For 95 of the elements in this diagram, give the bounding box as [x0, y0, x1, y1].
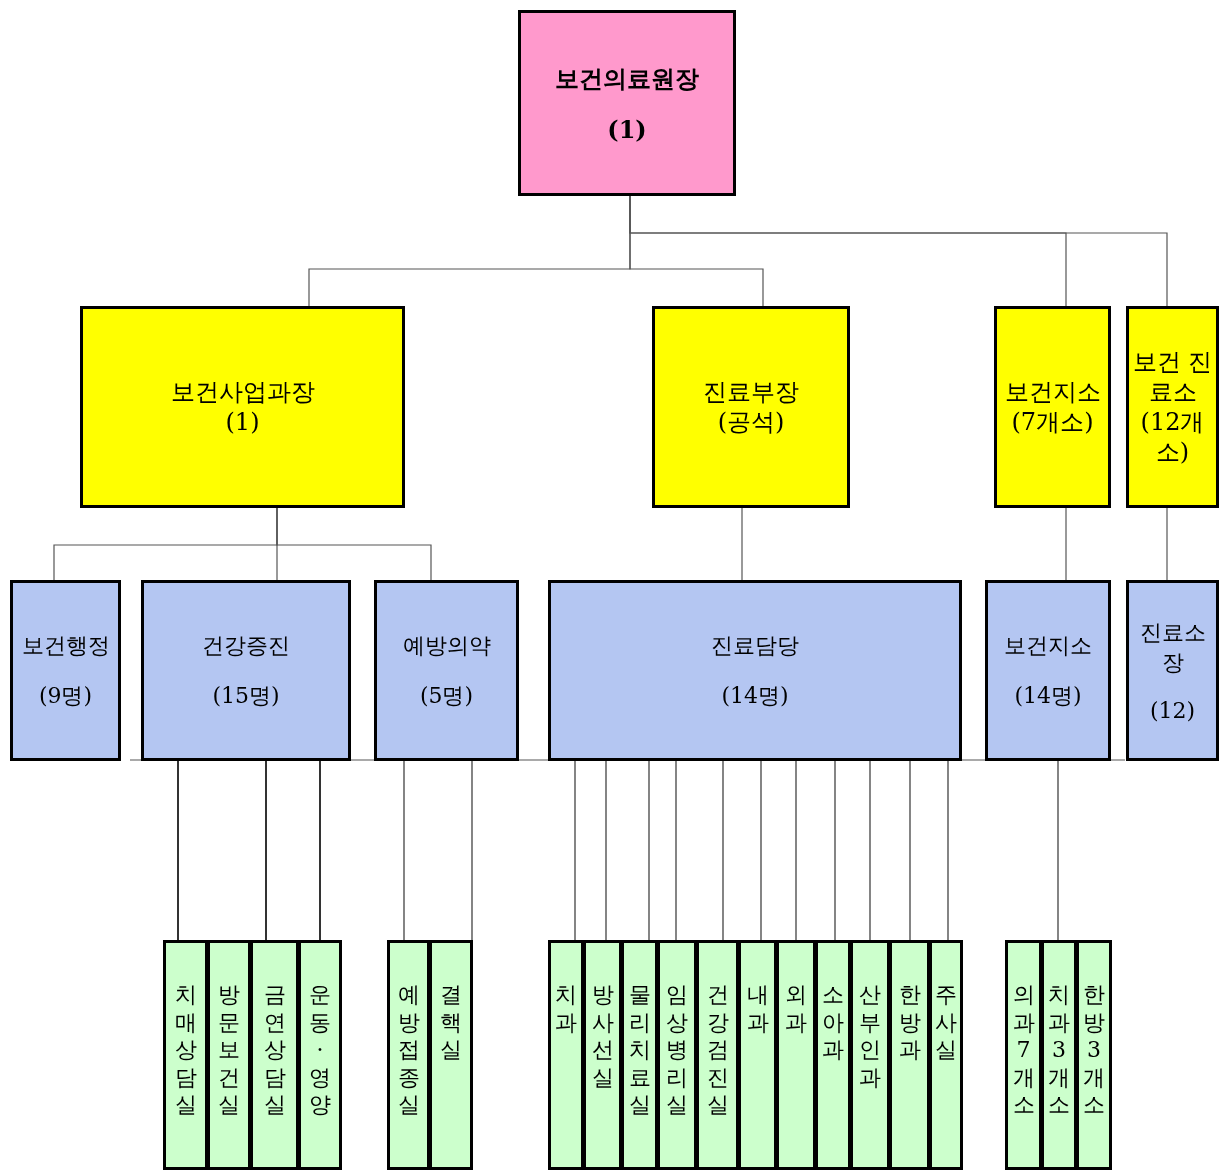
unit-name: 산부인과	[858, 981, 882, 1091]
unit-name: 보건행정	[21, 631, 110, 660]
connector-line	[319, 760, 321, 941]
unit-name: 방사선실	[590, 981, 615, 1091]
room-box	[738, 940, 777, 1170]
room-box	[657, 940, 697, 1170]
unit-name: 의과7개소	[1011, 981, 1036, 1119]
unit-name: 치과	[554, 981, 578, 1036]
connector-line	[265, 760, 267, 941]
connector-line	[741, 507, 743, 581]
room-box	[163, 940, 208, 1170]
unit-name: 진료부장	[703, 377, 799, 407]
unit-name: 치매상담실	[173, 981, 198, 1119]
staff-count: (1)	[607, 114, 647, 144]
room-box	[776, 940, 816, 1170]
team-box	[141, 580, 351, 761]
room-box	[548, 940, 584, 1170]
unit-name: 임상병리실	[665, 981, 689, 1119]
staff-count: (12)	[1149, 698, 1196, 723]
connector-line	[869, 760, 871, 941]
team-box	[985, 580, 1111, 761]
unit-name: 한방3개소	[1082, 981, 1106, 1119]
director-box	[518, 10, 736, 196]
room-box	[1041, 940, 1077, 1170]
unit-name: 보건지소	[1004, 631, 1092, 660]
room-box	[929, 940, 963, 1170]
room-box	[696, 940, 739, 1170]
department-box	[994, 306, 1111, 508]
unit-name: 보건지소	[1004, 377, 1101, 407]
connector-line	[834, 760, 836, 941]
unit-name: 물리치료실	[627, 981, 652, 1119]
connector-line	[629, 195, 1168, 307]
staff-count: (12개소)	[1139, 407, 1206, 467]
connector-line	[675, 760, 677, 941]
room-box	[1005, 940, 1042, 1170]
room-box	[889, 940, 930, 1170]
staff-count: (14명)	[1014, 681, 1082, 710]
unit-name: 보건사업과장	[170, 377, 315, 407]
unit-name: 예방접종실	[396, 981, 421, 1119]
connector-line	[1065, 507, 1067, 581]
staff-count: (7개소)	[1011, 407, 1094, 437]
team-box	[548, 580, 962, 761]
unit-name: 내과	[745, 981, 770, 1036]
team-box	[374, 580, 519, 761]
unit-name: 한방과	[897, 981, 922, 1064]
unit-name: 운동·영양	[308, 981, 332, 1119]
department-box	[652, 306, 850, 508]
unit-name: 소아과	[821, 981, 845, 1064]
connector-line	[947, 760, 949, 941]
connector-line	[1166, 507, 1168, 581]
unit-name: 결핵실	[439, 981, 463, 1064]
unit-name: 치과3개소	[1047, 981, 1071, 1119]
room-box	[583, 940, 622, 1170]
room-box	[815, 940, 851, 1170]
staff-count: (9명)	[38, 681, 93, 710]
staff-count: (14명)	[721, 681, 789, 710]
connector-line	[177, 760, 179, 941]
department-box	[80, 306, 405, 508]
unit-name: 방문보건실	[217, 981, 241, 1119]
unit-name: 금연상담실	[262, 981, 287, 1119]
team-box	[1126, 580, 1219, 761]
connector-line	[722, 760, 724, 941]
connector-line	[909, 760, 911, 941]
connector-line	[605, 760, 607, 941]
team-box	[10, 580, 121, 761]
room-box	[387, 940, 430, 1170]
staff-count: (5명)	[419, 681, 474, 710]
department-box	[1126, 306, 1219, 508]
room-box	[850, 940, 890, 1170]
connector-line	[276, 507, 432, 581]
room-box	[621, 940, 658, 1170]
room-box	[429, 940, 473, 1170]
staff-count: (15명)	[212, 681, 280, 710]
connector-line	[795, 760, 797, 941]
staff-count: (1)	[225, 407, 260, 437]
unit-name: 진료소장	[1138, 619, 1207, 677]
connector-line	[1057, 760, 1059, 941]
unit-name: 예방의약	[402, 631, 491, 660]
connector-line	[471, 760, 473, 941]
connector-line	[760, 760, 762, 941]
unit-name: 건강검진실	[705, 981, 730, 1119]
connector-line	[648, 760, 650, 941]
unit-name: 보건 진료소	[1131, 347, 1214, 407]
unit-name: 주사실	[934, 981, 958, 1064]
room-box	[1076, 940, 1112, 1170]
unit-name: 건강증진	[202, 631, 290, 660]
room-box	[207, 940, 251, 1170]
staff-count: (공석)	[717, 407, 785, 437]
room-box	[298, 940, 342, 1170]
connector-line	[574, 760, 576, 941]
room-box	[250, 940, 299, 1170]
unit-name: 진료담당	[711, 631, 799, 660]
unit-name: 보건의료원장	[555, 62, 699, 95]
unit-name: 외과	[784, 981, 808, 1036]
connector-line	[403, 760, 405, 941]
